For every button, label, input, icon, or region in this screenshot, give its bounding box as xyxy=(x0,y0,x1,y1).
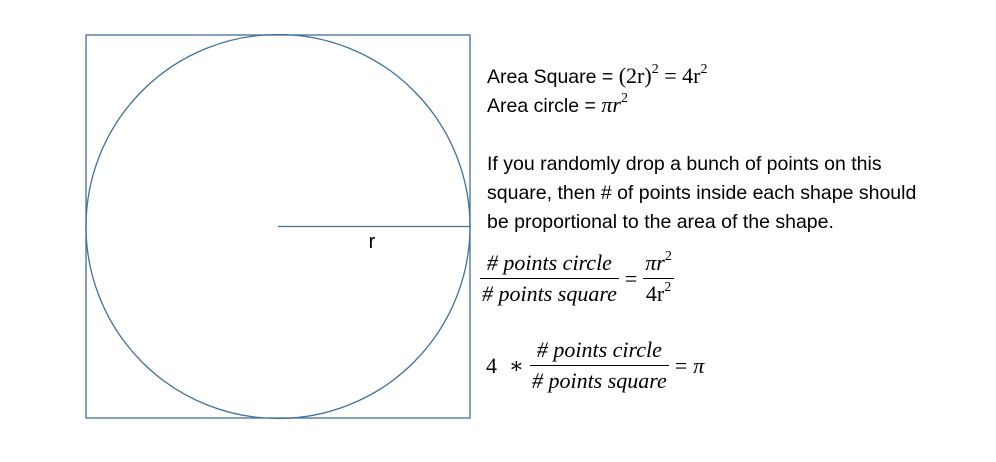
equals-sign: = xyxy=(674,352,688,378)
fraction-bar xyxy=(529,365,669,366)
area-ratio-fraction: πr2 4r2 xyxy=(643,248,674,309)
area-formulas: Area Square = (2r)2 = 4r2 Area circle = … xyxy=(487,62,707,120)
area-square-rhs: = 4r2 xyxy=(658,61,708,88)
area-circle-expr: πr2 xyxy=(601,90,628,117)
multiply-sign: ∗ xyxy=(509,352,524,378)
fraction-denominator: # points square xyxy=(482,281,617,306)
area-square-label: Area Square = xyxy=(487,66,619,88)
explanation-line: square, then # of points inside each sha… xyxy=(487,182,917,204)
fraction-numerator: # points circle xyxy=(486,250,612,275)
fraction-bar xyxy=(643,278,674,279)
explanation-line: If you randomly drop a bunch of points o… xyxy=(487,153,882,175)
area-square-lhs: (2r)2 xyxy=(618,61,659,88)
equals-sign: = xyxy=(624,265,638,291)
area-circle-label: Area circle = xyxy=(487,95,602,117)
explanation-line: be proportional to the area of the shape… xyxy=(487,211,834,233)
points-ratio-fraction: # points circle # points square xyxy=(480,248,619,309)
radius-label: r xyxy=(369,231,376,253)
fraction-numerator: # points circle xyxy=(536,337,662,362)
area-square-formula: Area Square = (2r)2 = 4r2 xyxy=(487,62,707,91)
points-ratio-fraction: # points circle # points square xyxy=(529,335,669,396)
coefficient: 4 xyxy=(486,352,497,378)
pi-equation: 4 ∗ # points circle # points square = π xyxy=(486,335,704,396)
ratio-equation: # points circle # points square = πr2 4r… xyxy=(480,248,674,309)
pi-result: π xyxy=(693,352,705,378)
area-circle-formula: Area circle = πr2 xyxy=(487,91,707,120)
fraction-denominator: 4r2 xyxy=(645,279,672,306)
fraction-bar xyxy=(480,278,619,279)
explanation-paragraph: If you randomly drop a bunch of points o… xyxy=(487,150,916,237)
fraction-numerator: πr2 xyxy=(645,248,672,275)
fraction-denominator: # points square xyxy=(531,368,667,393)
